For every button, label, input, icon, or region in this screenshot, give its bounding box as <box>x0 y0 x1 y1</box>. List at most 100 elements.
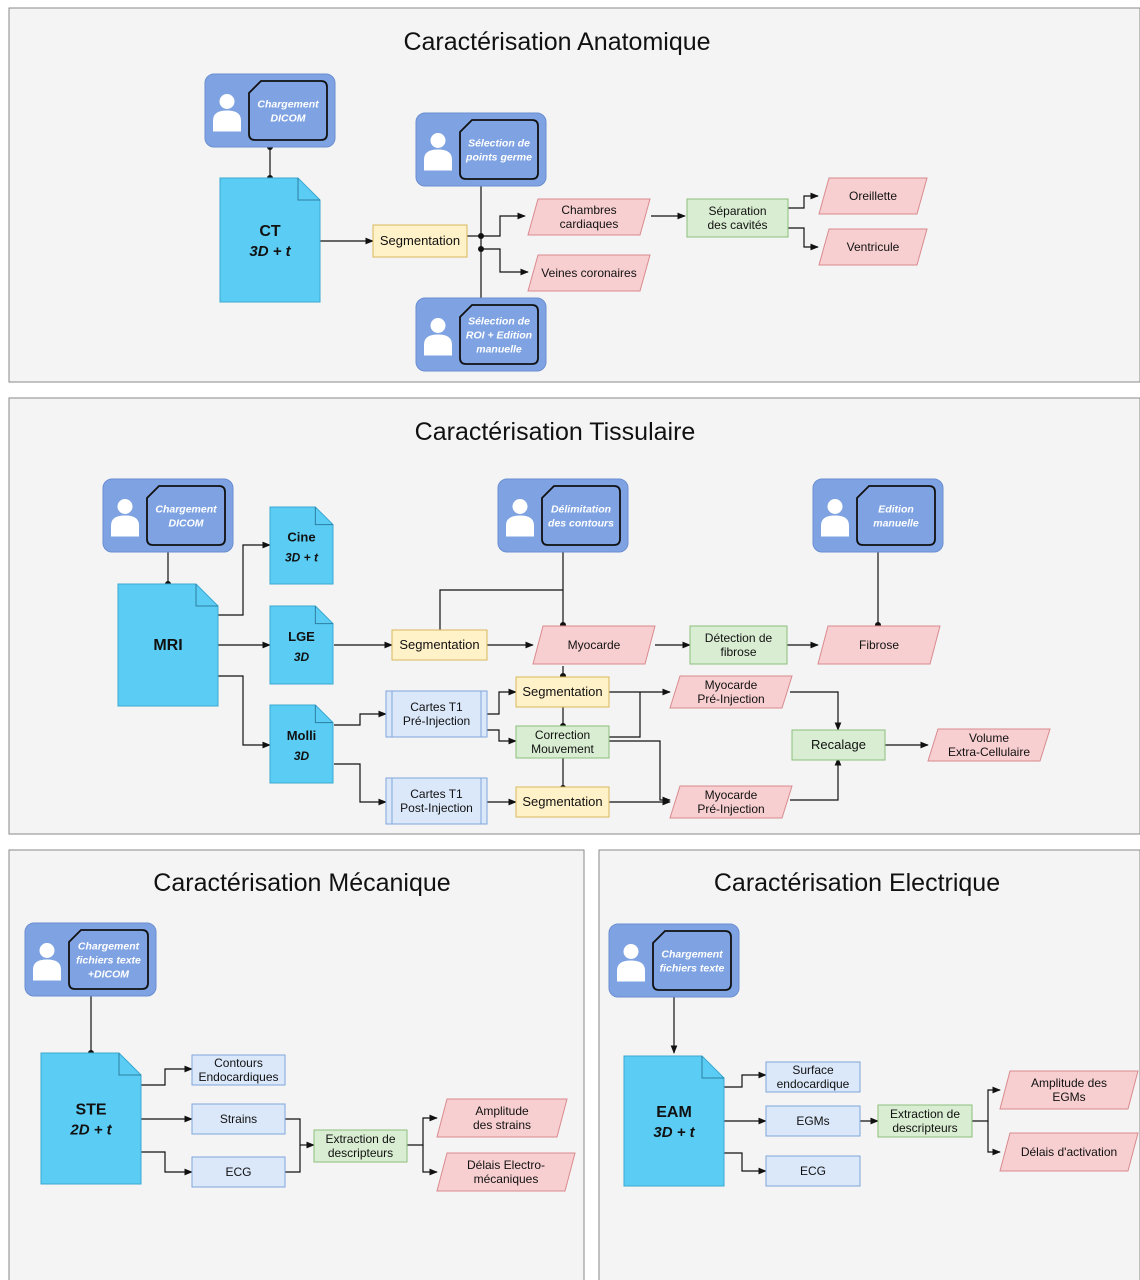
node-label-line: EGMs <box>1052 1090 1085 1104</box>
node-m-ecg[interactable]: ECG <box>191 1156 286 1188</box>
document-icon <box>269 605 334 685</box>
panel-title-electrique: Caractérisation Electrique <box>714 869 1000 897</box>
node-label-line: Edition <box>878 504 914 516</box>
node-label-line: Délimitation <box>551 504 611 516</box>
user-icon <box>213 94 241 132</box>
node-t-mri[interactable]: MRI <box>117 583 219 707</box>
node-label-line: Cartes T1 <box>410 700 463 714</box>
node-label-line: DICOM <box>169 518 204 530</box>
node-label-line: Fibrose <box>859 638 899 652</box>
document-icon <box>269 506 334 585</box>
node-m-ste[interactable]: STE 2D + t <box>40 1052 142 1185</box>
node-e-del[interactable]: Délais d'activation <box>999 1132 1139 1172</box>
document-title: LGE <box>288 629 315 644</box>
document-title: MRI <box>153 637 182 654</box>
node-label-line: fichiers texte <box>660 963 725 975</box>
node-label-line: Délais Electro- <box>467 1158 545 1172</box>
node-e-ecg[interactable]: ECG <box>765 1155 861 1187</box>
document-title: Molli <box>287 728 317 743</box>
node-label-line: Pré-Injection <box>697 802 764 816</box>
node-t-seg2[interactable]: Segmentation <box>515 676 610 708</box>
node-t-myo[interactable]: Myocarde <box>532 625 656 665</box>
document-title: Cine <box>287 530 315 545</box>
user-icon <box>506 499 534 537</box>
node-label-line: Séparation <box>708 204 766 218</box>
node-label-line: Recalage <box>811 737 866 752</box>
node-label-line: Segmentation <box>399 637 479 652</box>
node-label-line: Pré-Injection <box>403 714 470 728</box>
node-label-line: Pré-Injection <box>697 692 764 706</box>
node-a-roi[interactable]: Sélection de ROI + Edition manuelle <box>415 297 547 372</box>
node-label-line: Strains <box>220 1112 257 1126</box>
node-label-line: descripteurs <box>892 1121 957 1135</box>
node-label-line: Chargement <box>155 504 217 516</box>
node-label-line: ROI + Edition <box>466 330 532 342</box>
node-label-line: Volume <box>969 731 1009 745</box>
node-label-line: Myocarde <box>705 678 758 692</box>
node-t-lge[interactable]: LGE 3D <box>269 605 334 685</box>
node-label-line: ECG <box>800 1164 826 1178</box>
node-e-egm[interactable]: EGMs <box>765 1105 861 1137</box>
node-m-str[interactable]: Strains <box>191 1103 286 1135</box>
panel-title-tissulaire: Caractérisation Tissulaire <box>415 418 696 446</box>
document-subtitle: 3D <box>294 650 310 664</box>
node-label-line: des strains <box>473 1118 531 1132</box>
node-label-line: Post-Injection <box>400 801 473 815</box>
node-label-line: EGMs <box>796 1114 829 1128</box>
node-a-seg[interactable]: Segmentation <box>372 224 468 258</box>
edges <box>90 147 1001 1176</box>
node-t-seg3[interactable]: Segmentation <box>515 786 610 818</box>
node-label-line: Sélection de <box>468 316 530 328</box>
node-a-vei[interactable]: Veines coronaires <box>527 254 651 292</box>
panel-title-mecanique: Caractérisation Mécanique <box>153 869 450 897</box>
node-label-line: Amplitude <box>475 1104 529 1118</box>
panel-anatomique <box>8 7 1140 383</box>
node-t-seg1[interactable]: Segmentation <box>391 629 488 661</box>
node-label-line: Chargement <box>78 941 140 953</box>
node-label-line: fibrose <box>720 645 756 659</box>
document-title: STE <box>75 1102 106 1119</box>
node-label-line: fichiers texte <box>76 955 141 967</box>
node-m-del[interactable]: Délais Electro-mécaniques <box>436 1152 576 1192</box>
node-label-line: manuelle <box>476 344 522 356</box>
document-subtitle: 3D <box>294 749 310 763</box>
node-label-line: Segmentation <box>522 684 602 699</box>
node-label-line: Segmentation <box>522 794 602 809</box>
node-t-fib[interactable]: Fibrose <box>817 625 941 665</box>
node-t-molli[interactable]: Molli 3D <box>269 704 334 784</box>
document-subtitle: 2D + t <box>69 1122 112 1139</box>
user-icon <box>617 944 645 982</box>
node-t-rec[interactable]: Recalage <box>791 729 886 761</box>
node-a-ven[interactable]: Ventricule <box>818 228 928 266</box>
node-label-line: Surface <box>792 1063 834 1077</box>
node-a-ore[interactable]: Oreillette <box>818 177 928 215</box>
node-label-line: Myocarde <box>705 788 758 802</box>
